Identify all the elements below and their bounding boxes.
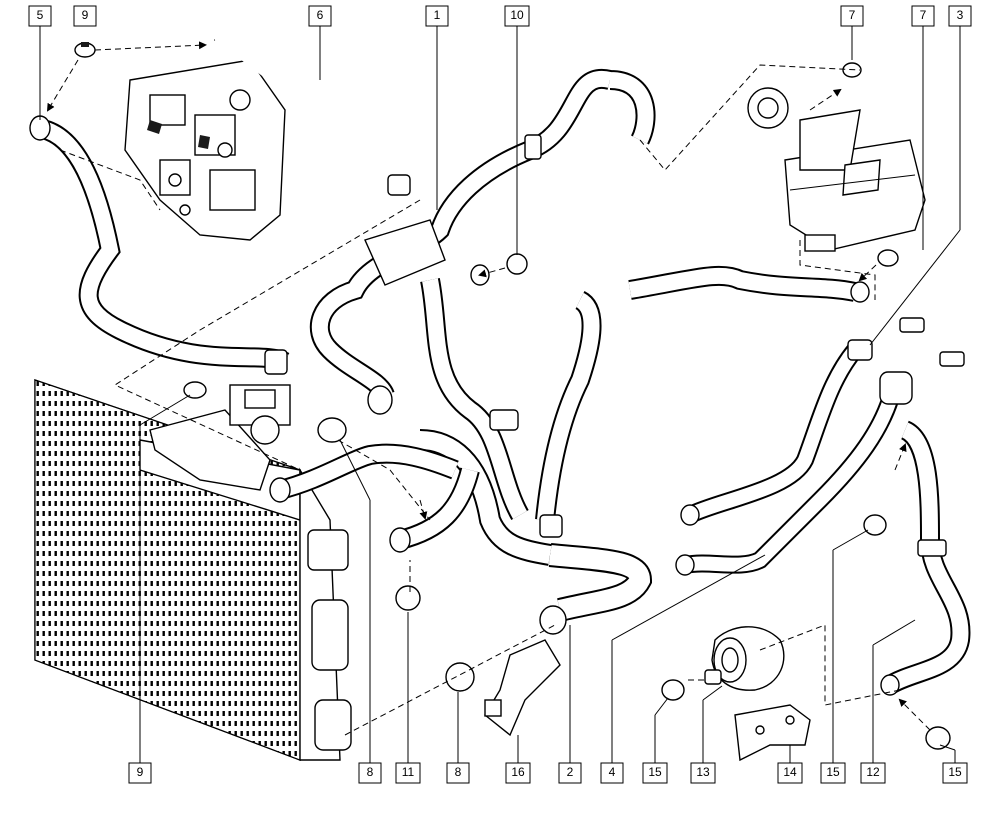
hose-1 xyxy=(309,68,656,415)
svg-text:7: 7 xyxy=(920,8,927,22)
callout-top-4: 1 xyxy=(425,5,449,27)
callout-bottom-11: 15 xyxy=(820,762,846,784)
callout-top-7: 7 xyxy=(911,5,935,27)
hose-5 xyxy=(29,115,290,375)
callout-bottom-13: 15 xyxy=(942,762,968,784)
svg-text:3: 3 xyxy=(957,8,964,22)
svg-text:2: 2 xyxy=(567,765,574,779)
callout-bottom-10: 14 xyxy=(777,762,803,784)
expansion-tank-icon xyxy=(747,87,926,252)
svg-text:16: 16 xyxy=(511,765,525,779)
svg-text:8: 8 xyxy=(367,765,374,779)
callout-top-8: 3 xyxy=(948,5,972,27)
svg-text:15: 15 xyxy=(826,765,840,779)
svg-text:15: 15 xyxy=(948,765,962,779)
callout-top-5: 10 xyxy=(504,5,530,27)
svg-text:12: 12 xyxy=(866,765,880,779)
hose-12 xyxy=(880,420,971,696)
hose-4 xyxy=(675,371,913,576)
electric-water-pump-icon xyxy=(704,626,785,691)
assembly-guide-lines xyxy=(46,41,931,736)
hose-6 xyxy=(214,31,411,196)
callout-bottom-8: 15 xyxy=(642,762,668,784)
hose-support-bracket-icon xyxy=(484,639,561,737)
hose-lower-left xyxy=(269,443,480,553)
callout-top-3: 6 xyxy=(308,5,332,27)
svg-text:4: 4 xyxy=(609,765,616,779)
svg-text:1: 1 xyxy=(434,8,441,22)
svg-text:15: 15 xyxy=(648,765,662,779)
svg-text:10: 10 xyxy=(510,8,524,22)
svg-text:6: 6 xyxy=(317,8,324,22)
svg-text:13: 13 xyxy=(696,765,710,779)
thermostat-housing-icon xyxy=(124,59,286,241)
hose-connectors-right xyxy=(899,317,965,367)
callout-bottom-2: 8 xyxy=(358,762,382,784)
svg-text:5: 5 xyxy=(37,8,44,22)
hose-2 xyxy=(419,429,653,635)
callout-top-6: 7 xyxy=(840,5,864,27)
callout-bottom-6: 2 xyxy=(558,762,582,784)
callout-bottom-5: 16 xyxy=(505,762,531,784)
callout-top-1: 5 xyxy=(28,5,52,27)
callout-bottom-3: 11 xyxy=(395,762,421,784)
callout-bottom-9: 13 xyxy=(690,762,716,784)
thermostat-housing-icon xyxy=(149,384,291,491)
svg-text:9: 9 xyxy=(137,765,144,779)
hose-multi-branch xyxy=(420,264,870,538)
callout-bottom-7: 4 xyxy=(600,762,624,784)
hose-3 xyxy=(680,339,873,526)
svg-text:9: 9 xyxy=(82,8,89,22)
callout-top-2: 9 xyxy=(73,5,97,27)
svg-text:8: 8 xyxy=(455,765,462,779)
pump-bracket-icon xyxy=(734,704,811,762)
svg-text:14: 14 xyxy=(783,765,797,779)
svg-text:11: 11 xyxy=(402,765,415,779)
hose-clamp-icon xyxy=(74,42,951,750)
svg-text:7: 7 xyxy=(849,8,856,22)
callout-bottom-1: 9 xyxy=(128,762,152,784)
callout-bottom-4: 8 xyxy=(446,762,470,784)
callout-bottom-12: 12 xyxy=(860,762,886,784)
